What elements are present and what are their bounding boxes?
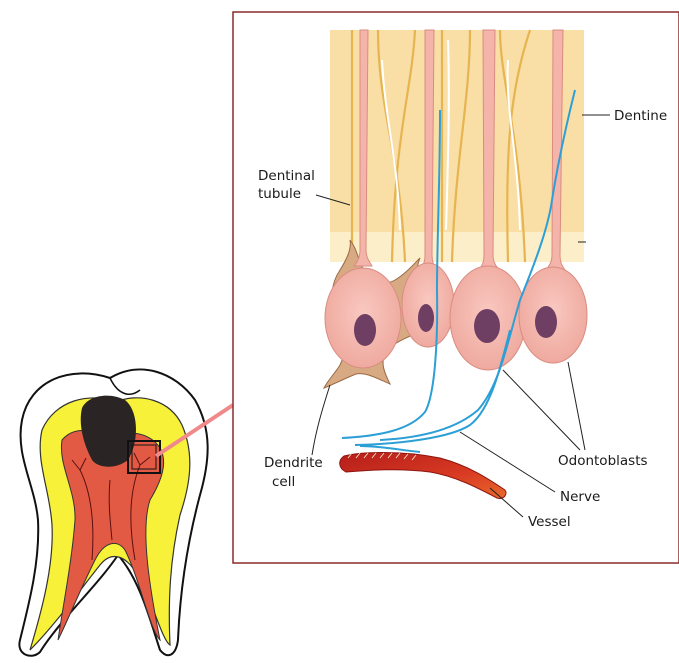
odontoblast-nucleus bbox=[535, 306, 557, 338]
odontoblast-nucleus bbox=[418, 304, 434, 332]
label-odontoblasts: Odontoblasts bbox=[558, 453, 648, 469]
label-dentine: Dentine bbox=[614, 108, 667, 124]
label-dendrite-cell-1: Dendrite bbox=[264, 455, 323, 471]
label-dentinal-tubule-2: tubule bbox=[258, 186, 301, 202]
odontoblast-nucleus bbox=[354, 314, 376, 346]
label-dendrite-cell-2: cell bbox=[272, 474, 295, 490]
label-nerve: Nerve bbox=[560, 489, 600, 505]
odontoblast-nucleus bbox=[474, 309, 500, 343]
label-dentinal-tubule-1: Dentinal bbox=[258, 168, 315, 184]
label-vessel: Vessel bbox=[528, 514, 571, 530]
tooth-illustration bbox=[19, 369, 207, 655]
